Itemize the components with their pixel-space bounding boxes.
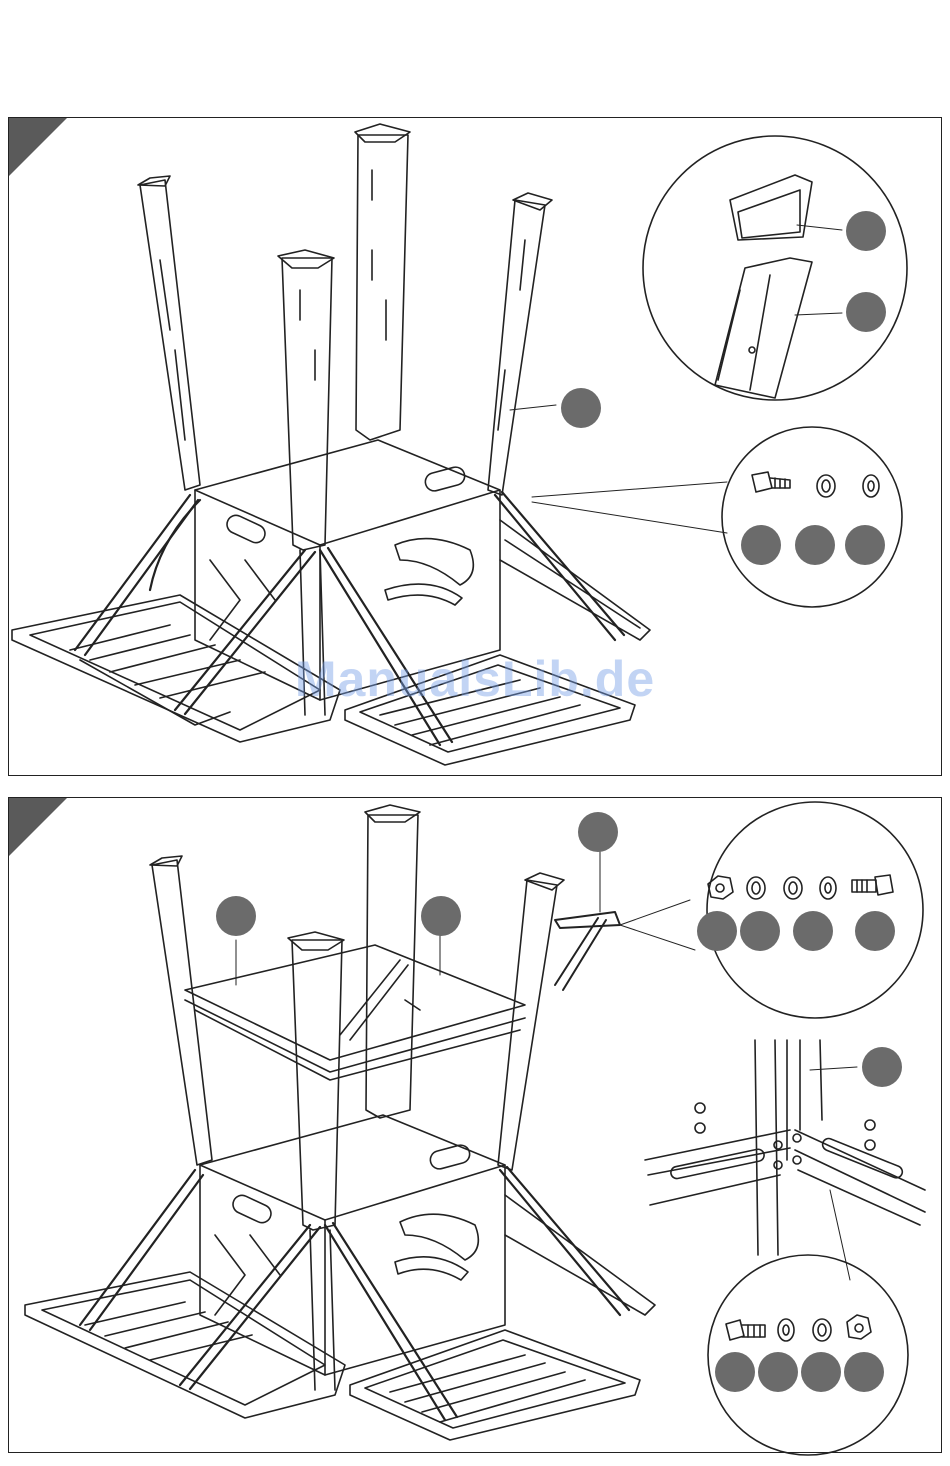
part-badge [561,388,601,428]
watermark: ManualsLib.de [0,650,950,708]
bolt-icon [852,875,893,895]
part-badge [421,896,461,936]
leg-back-left [138,176,200,490]
leg-back-right [488,193,552,495]
foot-cap-part [730,175,812,240]
part-badge [793,911,833,951]
bolt-icon [726,1320,765,1340]
bolt-icon [752,472,790,492]
spring-washer-icon [747,877,765,899]
leg-back-center [365,805,420,1118]
leg-back-right [498,873,564,1170]
flat-washer-icon [778,1319,794,1341]
part-badge [845,525,885,565]
spring-washer-icon [813,1319,831,1341]
side-tray-right [500,520,650,640]
leg-front-center [278,250,334,715]
side-tray-right [505,1195,655,1315]
part-badge [216,896,256,936]
flat-washer-icon [784,877,802,899]
part-badge [844,1352,884,1392]
brace-part-loose [555,912,620,990]
part-badge [741,525,781,565]
part-badge [862,1047,902,1087]
flat-washer-icon [863,475,879,497]
nut-icon [847,1315,871,1339]
detail-circle-hardware-1 [722,427,902,607]
leg-back-center [355,124,410,440]
part-badge [855,911,895,951]
part-badge [758,1352,798,1392]
detail-circle-foot-cap [643,136,907,400]
leg-back-left [150,856,212,1165]
part-badge [801,1352,841,1392]
bottom-tray-right [350,1330,640,1440]
part-badge [846,211,886,251]
detail-circle-hardware-2 [707,802,923,1018]
part-badge [740,911,780,951]
part-badge [715,1352,755,1392]
flat-washer-icon [820,877,836,899]
diagonal-braces [80,1167,629,1420]
part-badge [795,525,835,565]
leg-profile-part [715,258,812,398]
leg-front-center [288,932,344,1390]
part-badge [578,812,618,852]
bottom-tray-left [25,1272,345,1418]
part-badge [846,292,886,332]
part-badge [697,911,737,951]
spring-washer-icon [817,475,835,497]
